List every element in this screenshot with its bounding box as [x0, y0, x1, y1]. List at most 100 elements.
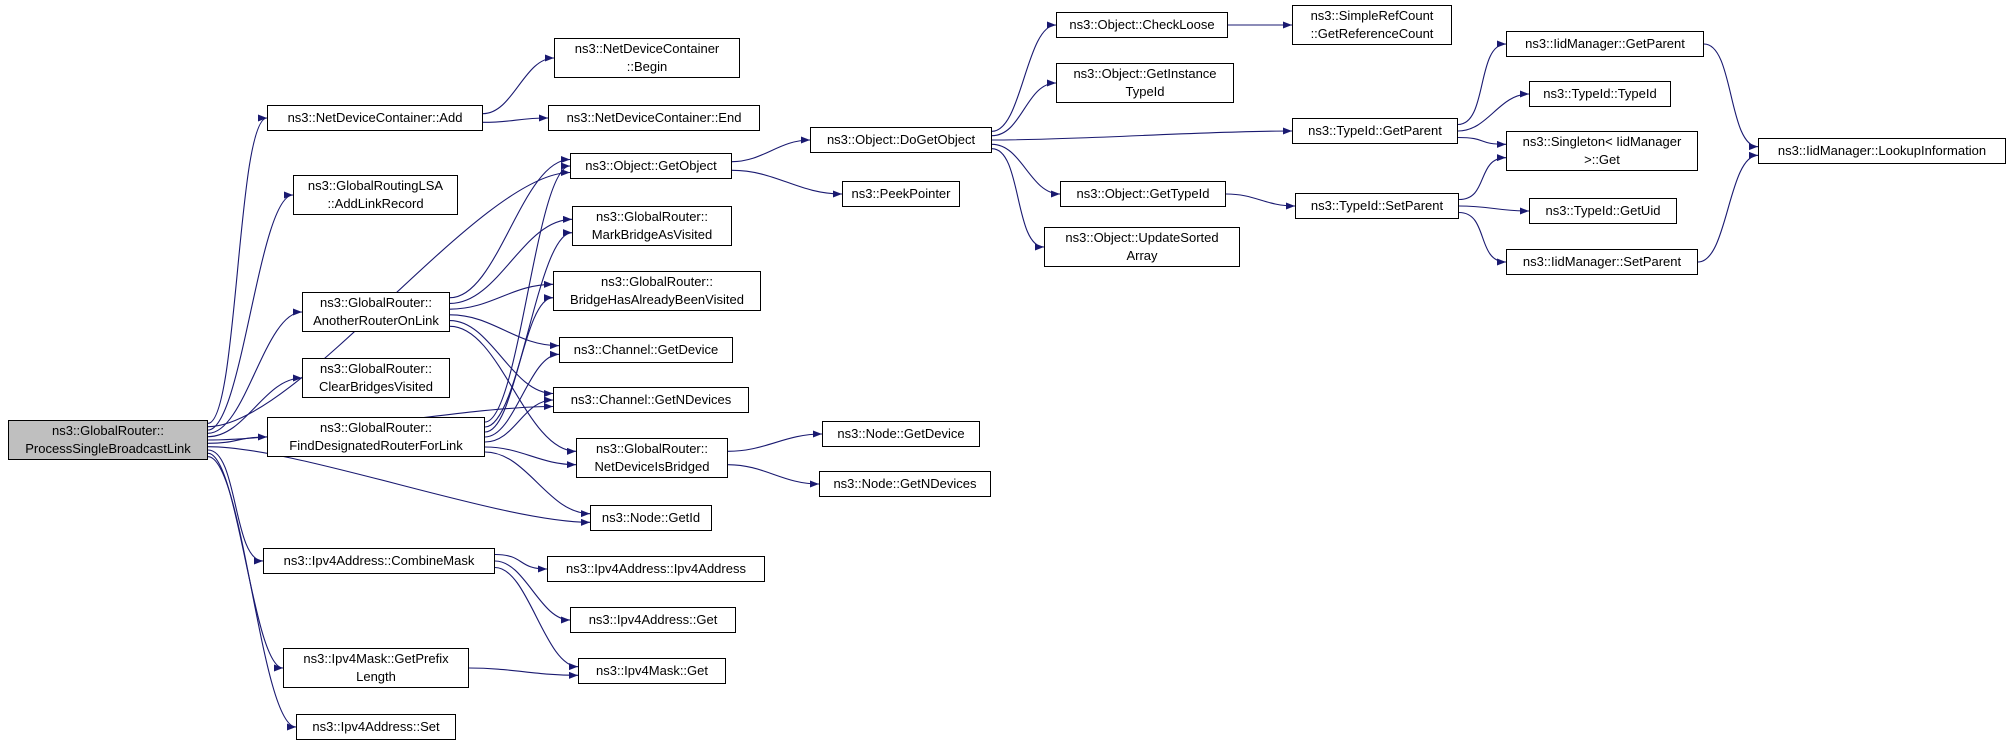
- edge-globalrouter-finddesignatedrouterforlink--object-getobject: [484, 162, 571, 423]
- edge-typeid-setparent--typeid-getuid: [1458, 205, 1530, 215]
- edge-object-dogetobject--typeid-getparent: [991, 127, 1293, 141]
- graph-node-globalrouter-markbridgeasvisited[interactable]: ns3::GlobalRouter::MarkBridgeAsVisited: [572, 206, 732, 246]
- edge-ipv4address-combinemask--ipv4mask-get: [494, 566, 579, 671]
- graph-node-label: ns3::GlobalRouter::: [319, 295, 432, 311]
- graph-node-globalrouter-anotherrouteronlink[interactable]: ns3::GlobalRouter::AnotherRouterOnLink: [302, 292, 450, 332]
- edge-object-getobject--object-dogetobject: [731, 136, 811, 163]
- edge-globalrouter-finddesignatedrouterforlink--globalrouter-markbridgeasvisited: [484, 229, 573, 428]
- graph-node-label: FindDesignatedRouterForLink: [289, 438, 463, 453]
- edge-globalrouter-anotherrouteronlink--channel-getdevice: [449, 314, 560, 350]
- graph-node-label: ns3::NetDeviceContainer::Add: [287, 110, 463, 126]
- edge-iidmanager-getparent--iidmanager-lookupinformation: [1703, 43, 1759, 151]
- graph-node-singleton-iidmanager-get[interactable]: ns3::Singleton< IidManager>::Get: [1506, 131, 1698, 171]
- graph-node-object-gettypeid[interactable]: ns3::Object::GetTypeId: [1060, 181, 1226, 207]
- graph-node-label: ns3::NetDeviceContainer: [574, 41, 720, 57]
- graph-node-label: >::Get: [1584, 152, 1620, 167]
- graph-node-label: BridgeHasAlreadyBeenVisited: [570, 292, 744, 307]
- graph-node-label: ns3::IidManager::SetParent: [1522, 254, 1682, 270]
- graph-node-label: ns3::Node::GetDevice: [837, 426, 965, 442]
- graph-node-ipv4address-get[interactable]: ns3::Ipv4Address::Get: [570, 607, 736, 633]
- graph-node-label: ns3::Object::GetInstance: [1073, 66, 1217, 82]
- graph-node-label: ns3::Ipv4Address::Set: [312, 719, 440, 735]
- edge-object-dogetobject--object-checkloose: [991, 21, 1057, 132]
- graph-node-globalrouter-bridgehasalreadybeenvisited[interactable]: ns3::GlobalRouter::BridgeHasAlreadyBeenV…: [553, 271, 761, 311]
- graph-node-label: ns3::Object::GetObject: [585, 158, 717, 174]
- graph-node-channel-getdevice[interactable]: ns3::Channel::GetDevice: [559, 337, 733, 363]
- edge-object-gettypeid--typeid-setparent: [1225, 193, 1296, 210]
- graph-node-netdevicecontainer-end[interactable]: ns3::NetDeviceContainer::End: [548, 105, 760, 131]
- graph-node-label: ns3::IidManager::LookupInformation: [1777, 143, 1987, 159]
- edge-netdevicecontainer-add--netdevicecontainer-begin: [482, 54, 555, 115]
- edge-globalrouter-finddesignatedrouterforlink--node-getid: [484, 451, 591, 518]
- edge-ipv4address-combinemask--ipv4address-ipv4address: [494, 553, 548, 573]
- graph-node-label: ns3::Node::GetId: [601, 510, 701, 526]
- graph-node-label: ns3::Channel::GetNDevices: [570, 392, 732, 408]
- edge-globalrouter-netdeviceisbridged--node-getndevices: [727, 464, 820, 488]
- graph-node-label: ns3::TypeId::TypeId: [1543, 86, 1657, 102]
- graph-node-node-getid[interactable]: ns3::Node::GetId: [590, 505, 712, 531]
- graph-node-node-getdevice[interactable]: ns3::Node::GetDevice: [822, 421, 980, 447]
- graph-node-simplerefcount-getreferencecount[interactable]: ns3::SimpleRefCount::GetReferenceCount: [1292, 5, 1452, 45]
- graph-node-channel-getndevices[interactable]: ns3::Channel::GetNDevices: [553, 387, 749, 413]
- graph-node-label: ::Begin: [626, 59, 668, 74]
- graph-node-label: ns3::GlobalRouter::: [51, 423, 164, 439]
- graph-node-label: Array: [1126, 248, 1158, 263]
- graph-node-globalrouter-finddesignatedrouterforlink[interactable]: ns3::GlobalRouter::FindDesignatedRouterF…: [267, 417, 485, 457]
- edge-typeid-getparent--singleton-iidmanager-get: [1457, 136, 1507, 148]
- graph-node-ipv4address-ipv4address[interactable]: ns3::Ipv4Address::Ipv4Address: [547, 556, 765, 582]
- graph-node-ipv4address-set[interactable]: ns3::Ipv4Address::Set: [296, 714, 456, 740]
- graph-node-node-getndevices[interactable]: ns3::Node::GetNDevices: [819, 471, 991, 497]
- graph-node-label: ::GetReferenceCount: [1310, 26, 1434, 41]
- graph-node-globalrouter-netdeviceisbridged[interactable]: ns3::GlobalRouter::NetDeviceIsBridged: [576, 438, 728, 478]
- graph-node-label: ns3::GlobalRouter::: [319, 361, 432, 377]
- edge-ipv4address-combinemask--ipv4address-get: [494, 560, 571, 624]
- graph-node-label: ns3::Ipv4Address::Get: [588, 612, 718, 628]
- edge-typeid-getparent--typeid-typeid: [1457, 90, 1530, 132]
- graph-node-ipv4mask-get[interactable]: ns3::Ipv4Mask::Get: [578, 658, 726, 684]
- graph-node-object-checkloose[interactable]: ns3::Object::CheckLoose: [1056, 12, 1228, 38]
- edge-process-single-broadcast-link--globalrouter-clearbridgesvisited: [207, 374, 303, 438]
- edge-globalrouter-anotherrouteronlink--globalrouter-bridgehasalreadybeenvisited: [449, 280, 554, 310]
- graph-node-label: ns3::TypeId::SetParent: [1310, 198, 1444, 214]
- graph-node-label: ns3::GlobalRouter::: [319, 420, 432, 436]
- graph-node-ipv4address-combinemask[interactable]: ns3::Ipv4Address::CombineMask: [263, 548, 495, 574]
- graph-node-iidmanager-getparent[interactable]: ns3::IidManager::GetParent: [1506, 31, 1704, 57]
- graph-node-label: ns3::NetDeviceContainer::End: [566, 110, 742, 126]
- graph-node-iidmanager-lookupinformation[interactable]: ns3::IidManager::LookupInformation: [1758, 138, 2006, 164]
- graph-node-globalrouter-clearbridgesvisited[interactable]: ns3::GlobalRouter::ClearBridgesVisited: [302, 358, 450, 398]
- graph-node-netdevicecontainer-add[interactable]: ns3::NetDeviceContainer::Add: [267, 105, 483, 131]
- edge-globalrouter-anotherrouteronlink--globalrouter-netdeviceisbridged: [449, 325, 577, 455]
- graph-node-typeid-getuid[interactable]: ns3::TypeId::GetUid: [1529, 198, 1677, 224]
- edge-object-getobject--peekpointer: [731, 169, 843, 198]
- graph-node-label: ClearBridgesVisited: [319, 379, 433, 394]
- edge-typeid-setparent--singleton-iidmanager-get: [1458, 154, 1507, 201]
- graph-node-typeid-setparent[interactable]: ns3::TypeId::SetParent: [1295, 193, 1459, 219]
- graph-node-label: MarkBridgeAsVisited: [591, 227, 713, 242]
- graph-node-netdevicecontainer-begin[interactable]: ns3::NetDeviceContainer::Begin: [554, 38, 740, 78]
- graph-node-label: NetDeviceIsBridged: [594, 459, 710, 474]
- graph-node-label: ns3::TypeId::GetParent: [1308, 123, 1442, 139]
- graph-node-typeid-getparent[interactable]: ns3::TypeId::GetParent: [1292, 118, 1458, 144]
- graph-node-peekpointer[interactable]: ns3::PeekPointer: [842, 181, 960, 207]
- edge-typeid-getparent--iidmanager-getparent: [1457, 40, 1507, 126]
- graph-node-iidmanager-setparent[interactable]: ns3::IidManager::SetParent: [1506, 249, 1698, 275]
- edge-typeid-setparent--iidmanager-setparent: [1458, 211, 1507, 266]
- edge-globalrouter-anotherrouteronlink--globalrouter-markbridgeasvisited: [449, 215, 573, 304]
- graph-node-typeid-typeid[interactable]: ns3::TypeId::TypeId: [1529, 81, 1671, 107]
- graph-node-object-dogetobject[interactable]: ns3::Object::DoGetObject: [810, 127, 992, 153]
- edge-process-single-broadcast-link--ipv4address-combinemask: [207, 449, 264, 565]
- edge-process-single-broadcast-link--globalroutinglsa-addlinkrecord: [207, 191, 294, 431]
- graph-node-label: ns3::Ipv4Mask::GetPrefix: [303, 651, 449, 667]
- edge-netdevicecontainer-add--netdevicecontainer-end: [482, 114, 549, 123]
- graph-node-object-getobject[interactable]: ns3::Object::GetObject: [570, 153, 732, 179]
- graph-node-globalroutinglsa-addlinkrecord[interactable]: ns3::GlobalRoutingLSA::AddLinkRecord: [293, 175, 458, 215]
- edge-globalrouter-anotherrouteronlink--object-getobject: [449, 156, 571, 299]
- edge-process-single-broadcast-link--ipv4address-set: [207, 456, 297, 731]
- edge-iidmanager-setparent--iidmanager-lookupinformation: [1697, 151, 1759, 263]
- graph-node-label: ::AddLinkRecord: [327, 196, 424, 211]
